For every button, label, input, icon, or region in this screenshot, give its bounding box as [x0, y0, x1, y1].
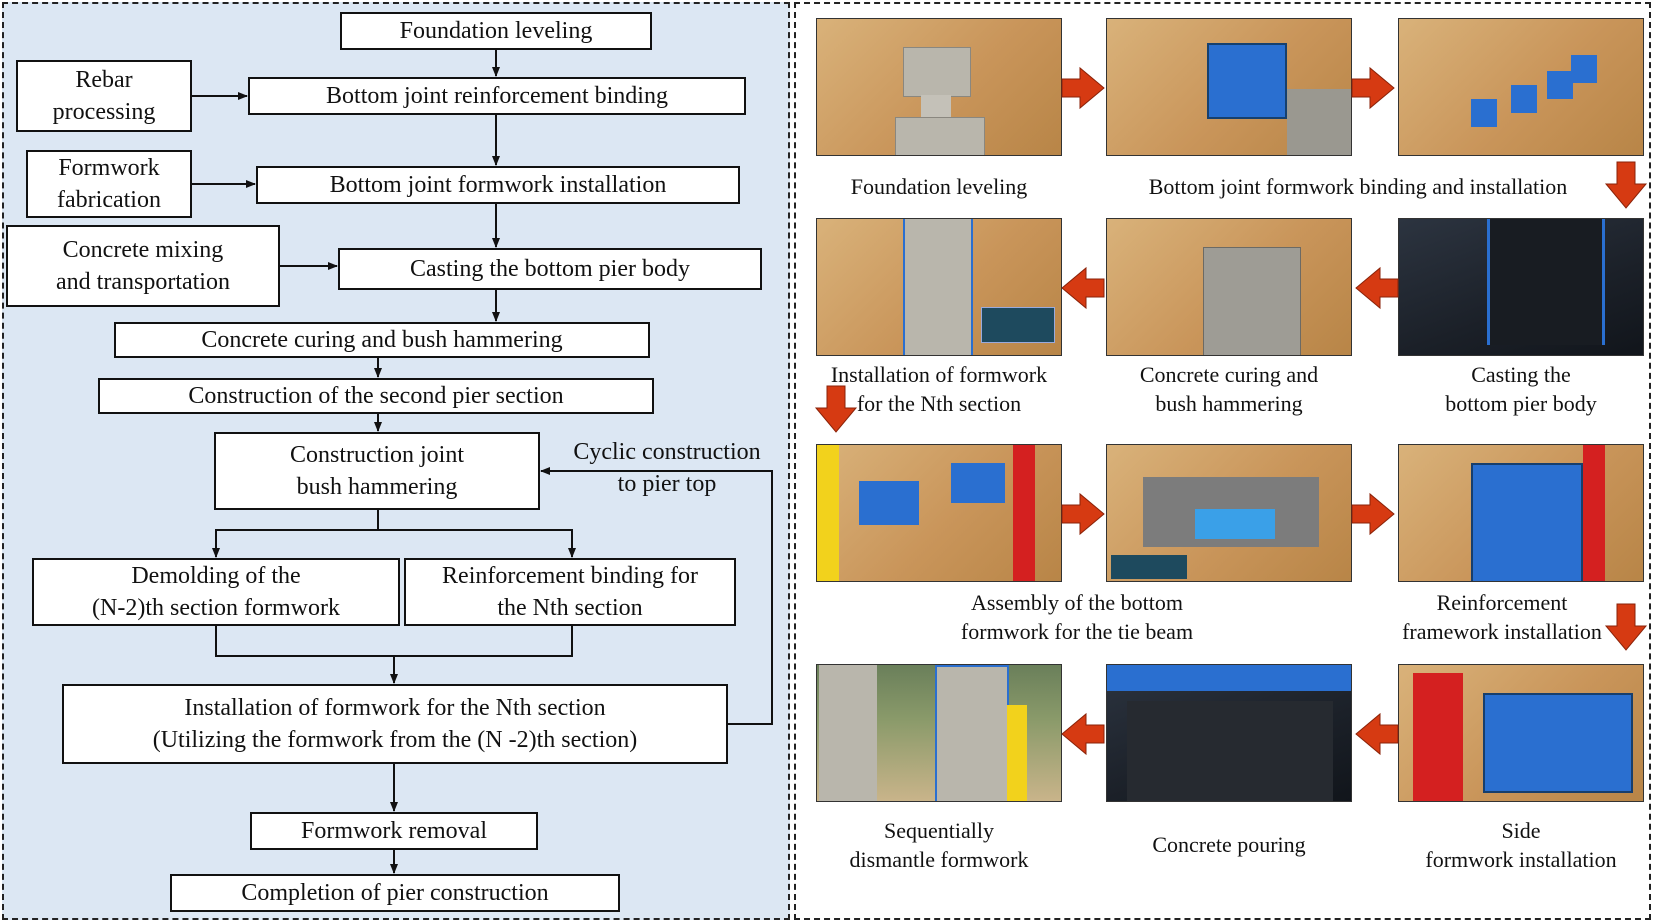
cyclic-construction-note: Cyclic construction to pier top [573, 439, 761, 497]
concrete-pouring-image [1106, 664, 1352, 802]
install-nth-box: Installation of formwork for the Nth sec… [62, 684, 728, 764]
demolding-box: Demolding of the (N-2)th section formwor… [32, 558, 400, 626]
casting-bottom-pier-image [1398, 218, 1644, 356]
completion-box: Completion of pier construction [170, 874, 620, 912]
arrow-right-3 [1061, 492, 1105, 536]
joint-hammering-box: Construction joint bush hammering [214, 432, 540, 510]
tie-beam-image-1 [816, 444, 1062, 582]
arrow-left-1 [1061, 266, 1105, 310]
curing-image [1106, 218, 1352, 356]
formwork-fabrication-box: Formwork fabrication [26, 150, 192, 218]
caption-tie-beam: Assembly of the bottom formwork for the … [960, 590, 1194, 644]
foundation-leveling-box: Foundation leveling [340, 12, 652, 50]
bottom-formwork-image-1 [1106, 18, 1352, 156]
arrow-right-1 [1061, 66, 1105, 110]
caption-curing: Concrete curing and bush hammering [1139, 362, 1319, 416]
foundation-leveling-image [816, 18, 1062, 156]
reinforcement-framework-image [1398, 444, 1644, 582]
bottom-formwork-image-2 [1398, 18, 1644, 156]
bottom-reinforcement-box: Bottom joint reinforcement binding [248, 77, 746, 115]
installation-nth-image [816, 218, 1062, 356]
rebar-processing-box: Rebar processing [16, 60, 192, 132]
bottom-formwork-box: Bottom joint formwork installation [256, 166, 740, 204]
caption-casting-bottom: Casting the bottom pier body [1445, 362, 1597, 416]
caption-pouring: Concrete pouring [1152, 832, 1306, 857]
reinforcement-nth-box: Reinforcement binding for the Nth sectio… [404, 558, 736, 626]
arrow-left-2 [1355, 266, 1399, 310]
arrow-down-1 [1604, 161, 1648, 209]
side-formwork-image [1398, 664, 1644, 802]
arrow-left-4 [1355, 712, 1399, 756]
caption-reinforcement-framework: Reinforcement framework installation [1402, 590, 1602, 644]
curing-box: Concrete curing and bush hammering [114, 322, 650, 358]
formwork-removal-box: Formwork removal [250, 812, 538, 850]
second-section-box: Construction of the second pier section [98, 378, 654, 414]
concrete-mixing-box: Concrete mixing and transportation [6, 225, 280, 307]
caption-dismantle: Sequentially dismantle formwork [849, 818, 1029, 872]
arrow-right-4 [1351, 492, 1395, 536]
dismantle-formwork-image [816, 664, 1062, 802]
caption-foundation-leveling: Foundation leveling [850, 174, 1028, 199]
arrow-left-3 [1061, 712, 1105, 756]
casting-bottom-pier-box: Casting the bottom pier body [338, 248, 762, 290]
arrow-right-2 [1351, 66, 1395, 110]
arrow-down-2 [814, 385, 858, 433]
caption-bottom-binding-install: Bottom joint formwork binding and instal… [1148, 174, 1568, 199]
arrow-down-3 [1604, 603, 1648, 651]
caption-installation-nth: Installation of formwork for the Nth sec… [830, 362, 1048, 416]
caption-side-formwork: Side formwork installation [1425, 818, 1617, 872]
tie-beam-image-2 [1106, 444, 1352, 582]
